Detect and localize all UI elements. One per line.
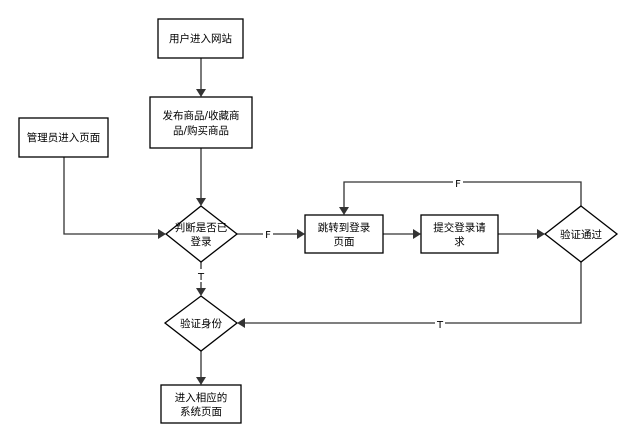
arrowhead [158, 229, 166, 239]
edge-label-true: T [197, 272, 205, 283]
edge-label-false: F [455, 179, 461, 190]
node-user-enter: 用户进入网站 [157, 18, 244, 59]
node-enter-system: 进入相应的 系统页面 [160, 384, 242, 424]
arrowhead [196, 377, 206, 385]
arrowhead [537, 229, 545, 239]
node-label: 判断是否已 [175, 221, 228, 234]
node-label: 系统页面 [180, 405, 222, 418]
arrowhead [413, 229, 421, 239]
arrowhead [196, 198, 206, 206]
node-label: 验证通过 [560, 228, 602, 241]
arrowhead [297, 229, 305, 239]
node-label: 进入相应的 [175, 391, 228, 404]
node-label: 发布商品/收藏商 [162, 109, 239, 122]
node-label: 品/购买商品 [173, 124, 229, 137]
arrowhead [196, 89, 206, 97]
edge-verify-success [243, 262, 582, 324]
arrowhead [339, 207, 349, 215]
node-label: 提交登录请 [433, 221, 486, 234]
arrowhead [237, 318, 245, 328]
edge-labels: F T F T [196, 176, 463, 331]
node-label: 求 [454, 236, 465, 248]
arrowhead [196, 288, 206, 296]
node-label: 管理员进入页面 [27, 131, 101, 144]
node-label: 登录 [191, 235, 212, 248]
edge-admin-to-check [63, 157, 160, 235]
node-verify-identity: 验证身份 [163, 295, 239, 352]
edge-label-true: T [436, 320, 444, 331]
edge-label-false: F [265, 230, 271, 241]
node-label: 验证身份 [180, 317, 222, 330]
node-label: 页面 [334, 236, 355, 248]
node-goto-login: 跳转到登录 页面 [304, 214, 384, 254]
node-check-login: 判断是否已 登录 [164, 205, 239, 263]
node-browse: 发布商品/收藏商 品/购买商品 [149, 96, 253, 149]
node-submit-login: 提交登录请 求 [420, 214, 499, 254]
node-admin-enter: 管理员进入页面 [18, 117, 109, 158]
node-label: 跳转到登录 [318, 221, 371, 234]
node-label: 用户进入网站 [169, 32, 232, 45]
node-verify-pass: 验证通过 [543, 205, 619, 263]
